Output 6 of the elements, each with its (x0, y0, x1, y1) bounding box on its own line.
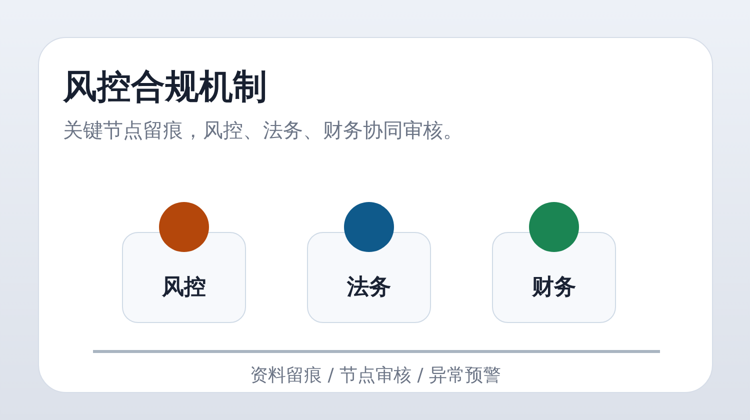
box-label: 财务 (532, 275, 576, 301)
diagram-title: 风控合规机制 (63, 67, 267, 107)
box-label: 风控 (162, 275, 206, 301)
subtitle-text: 关键节点留痕，风控、法务、财务协同审核。 (63, 117, 463, 143)
box-label: 法务 (347, 275, 391, 301)
footer-note: 资料留痕 / 节点审核 / 异常预警 (250, 365, 501, 387)
